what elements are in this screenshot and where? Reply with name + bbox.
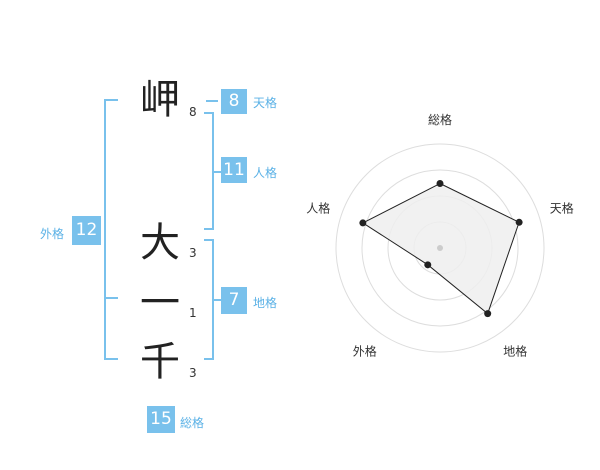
name-char-4: 千	[140, 339, 180, 385]
stroke-count-4: 3	[189, 366, 197, 380]
name-char-3: 一	[140, 280, 180, 326]
radar-point-1	[436, 180, 444, 188]
gaikaku-bracket-lower	[104, 297, 118, 360]
radar-axis-label-2: 天格	[550, 200, 574, 215]
chikaku-badge: 7	[221, 287, 247, 314]
jinkaku-badge: 11	[221, 157, 247, 183]
gaikaku-badge: 12	[72, 216, 101, 245]
radar-ring	[361, 169, 519, 327]
chikaku-connector	[214, 299, 222, 301]
radar-point-5	[359, 219, 367, 227]
jinkaku-label: 人格	[253, 166, 278, 180]
radar-axis-label-5: 人格	[306, 200, 330, 215]
tenkaku-badge: 8	[221, 89, 247, 114]
jinkaku-connector	[214, 171, 222, 173]
soukaku-badge: 15	[147, 406, 175, 433]
name-char-2: 大	[140, 220, 180, 266]
chikaku-bracket	[204, 239, 214, 360]
name-char-1: 岬	[140, 77, 180, 123]
radar-point-4	[424, 261, 432, 269]
radar-axis-label-4: 外格	[353, 344, 377, 359]
soukaku-label: 総格	[180, 416, 205, 430]
radar-point-2	[515, 218, 523, 226]
gaikaku-label: 外格	[40, 227, 65, 241]
tenkaku-label: 天格	[253, 96, 278, 110]
radar-axis-label-3: 地格	[503, 344, 527, 359]
stroke-count-3: 1	[189, 306, 197, 320]
radar-center	[437, 245, 443, 251]
tenkaku-bracket	[206, 100, 218, 102]
stroke-count-2: 3	[189, 246, 197, 260]
gaikaku-bracket-upper	[104, 99, 118, 299]
jinkaku-bracket	[204, 112, 214, 230]
radar-ring	[335, 143, 545, 353]
stroke-count-1: 8	[189, 105, 197, 119]
radar-point-3	[484, 310, 492, 318]
radar-axis-label-1: 総格	[428, 112, 452, 127]
chikaku-label: 地格	[253, 296, 278, 310]
